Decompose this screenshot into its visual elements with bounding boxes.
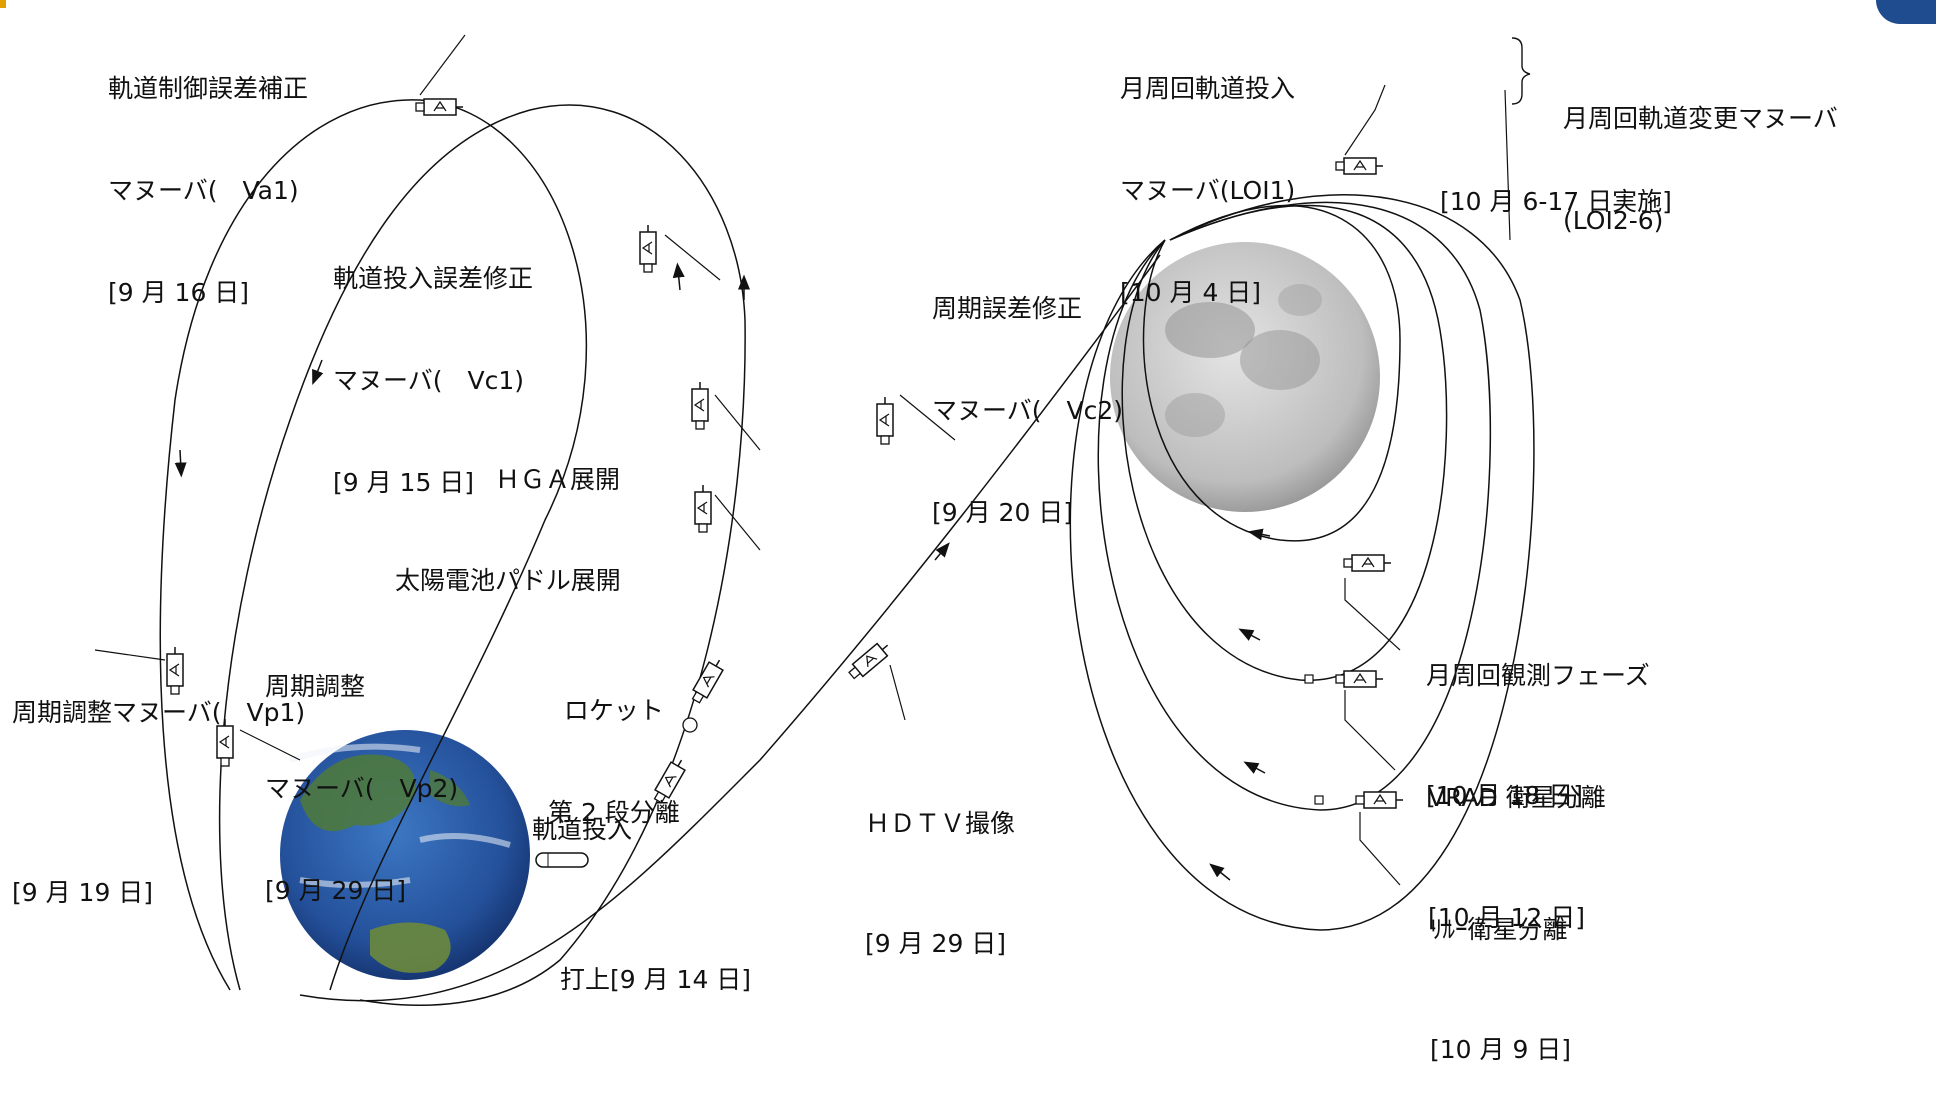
va1-line3: [9 月 16 日]	[108, 278, 250, 307]
lunar-orbit-2	[1121, 204, 1448, 681]
lunar-orbit-4	[1069, 194, 1535, 931]
spacecraft-icon-va1	[415, 98, 464, 116]
label-hga: ＨＧＡ展開	[495, 395, 620, 531]
spacecraft-icon-loi1	[1335, 157, 1384, 175]
hga-text: ＨＧＡ展開	[495, 465, 621, 494]
spacecraft-icon-rocket-sep	[688, 655, 728, 706]
spacecraft-icon-relay	[1355, 791, 1404, 809]
vrad-satellite-icon	[1304, 674, 1314, 684]
label-relay: ﾘﾙｰ衛星分離 [10 月 9 日]	[1430, 830, 1571, 1110]
spacecraft-icon-hga	[691, 381, 709, 430]
vp1-line2: [9 月 19 日]	[12, 878, 154, 907]
vc1-line3: [9 月 15 日]	[333, 468, 475, 497]
inner-phasing-orbit	[218, 104, 746, 1006]
relay-line2: [10 月 9 日]	[1430, 1035, 1572, 1064]
vp2-line2: マヌーバ( Vp2)	[265, 774, 459, 803]
label-launch: 打上[9 月 14 日]	[560, 895, 751, 1031]
loi1-line3: [10 月 4 日]	[1120, 278, 1262, 307]
label-vrad: VRAD 衛星分離 [10 月 12 日]	[1428, 698, 1606, 978]
spacecraft-icon-vrad	[1335, 670, 1384, 688]
trajectory-diagram	[94, 34, 1535, 1006]
label-vp1: 周期調整マヌーバ( Vp1) [9 月 19 日]	[12, 563, 305, 983]
paddle-text: 太陽電池パドル展開	[395, 566, 621, 595]
vc2-line2: マヌーバ( Vc2)	[932, 396, 1124, 425]
vc1-line2: マヌーバ( Vc1)	[333, 366, 525, 395]
injection-text: 軌道投入	[532, 815, 633, 844]
observe-line2: [10 月 18 日]	[1426, 781, 1583, 810]
label-vc1: 軌道投入誤差修正 マヌーバ( Vc1) [9 月 15 日]	[333, 194, 533, 534]
label-paddle: 太陽電池パドル展開	[395, 496, 621, 632]
va1-line2: マヌーバ( Va1)	[108, 176, 299, 205]
lunar-orbit-1	[1142, 204, 1401, 542]
vc1-line1: 軌道投入誤差修正	[333, 264, 534, 293]
label-loi26: 月周回軌道変更マヌーバ (LOI2-6)	[1563, 34, 1838, 272]
loi1-line1: 月周回軌道投入	[1120, 74, 1296, 103]
loi1-line2: マヌーバ(LOI1)	[1120, 176, 1296, 205]
observe-line1: 月周回観測フェーズ	[1426, 661, 1650, 690]
spacecraft-icon-observe	[1343, 554, 1392, 572]
label-vc2: 周期誤差修正 マヌーバ( Vc2) [9 月 20 日]	[932, 224, 1123, 564]
hdtv-line1: ＨＤＴＶ撮像	[865, 809, 1016, 838]
vp2-line3: [9 月 29 日]	[265, 876, 407, 905]
launch-text: 打上[9 月 14 日]	[560, 965, 752, 994]
fairing-icon	[682, 717, 698, 733]
lunar-transfer-orbit	[299, 254, 1161, 1002]
vrad-line1: VRAD 衛星分離	[1428, 783, 1606, 812]
vc2-line1: 周期誤差修正	[932, 294, 1083, 323]
rocket-icon	[535, 852, 589, 868]
loi26-line2: (LOI2-6)	[1563, 206, 1664, 235]
spacecraft-icon-vc1	[639, 224, 657, 273]
relay-satellite-icon	[1314, 795, 1324, 805]
loi26-line1: 月周回軌道変更マヌーバ	[1563, 104, 1838, 133]
vrad-line2: [10 月 12 日]	[1428, 903, 1585, 932]
label-hdtv: ＨＤＴＶ撮像 [9 月 29 日]	[865, 724, 1015, 1004]
rocket-line2: 第 2 段分離	[548, 798, 680, 827]
vc2-line3: [9 月 20 日]	[932, 498, 1074, 527]
loi26-brace	[1511, 37, 1531, 105]
label-vp2: 周期調整 マヌーバ( Vp2) [9 月 29 日]	[265, 602, 458, 942]
vp2-line1: 周期調整	[265, 672, 366, 701]
label-rocket: ロケット 第 2 段分離	[548, 626, 680, 864]
agency-logo	[1876, 0, 1936, 24]
label-observe: 月周回観測フェーズ [10 月 18 日]	[1426, 576, 1650, 856]
corner-mark	[0, 0, 6, 8]
va1-line1: 軌道制御誤差補正	[108, 74, 309, 103]
spacecraft-icon-vc2	[876, 396, 894, 445]
label-loi1: 月周回軌道投入 マヌーバ(LOI1) [10 月 4 日]	[1120, 4, 1295, 344]
earth	[280, 730, 530, 980]
label-loi26-date: [10 月 6-17 日実施]	[1440, 117, 1672, 253]
rocket-line1: ロケット	[563, 696, 664, 725]
outer-phasing-orbit	[159, 99, 587, 991]
label-injection: 軌道投入	[532, 745, 632, 881]
vp1-line1: 周期調整マヌーバ( Vp1)	[12, 698, 306, 727]
moon	[1110, 242, 1380, 512]
spacecraft-icon-hdtv	[845, 638, 894, 683]
hdtv-line2: [9 月 29 日]	[865, 929, 1007, 958]
relay-line1: ﾘﾙｰ衛星分離	[1430, 915, 1568, 944]
label-va1: 軌道制御誤差補正 マヌーバ( Va1) [9 月 16 日]	[108, 4, 308, 344]
spacecraft-icon-paddle	[694, 484, 712, 533]
loi26-date-text: [10 月 6-17 日実施]	[1440, 187, 1672, 216]
lunar-orbit-3	[1097, 201, 1492, 811]
